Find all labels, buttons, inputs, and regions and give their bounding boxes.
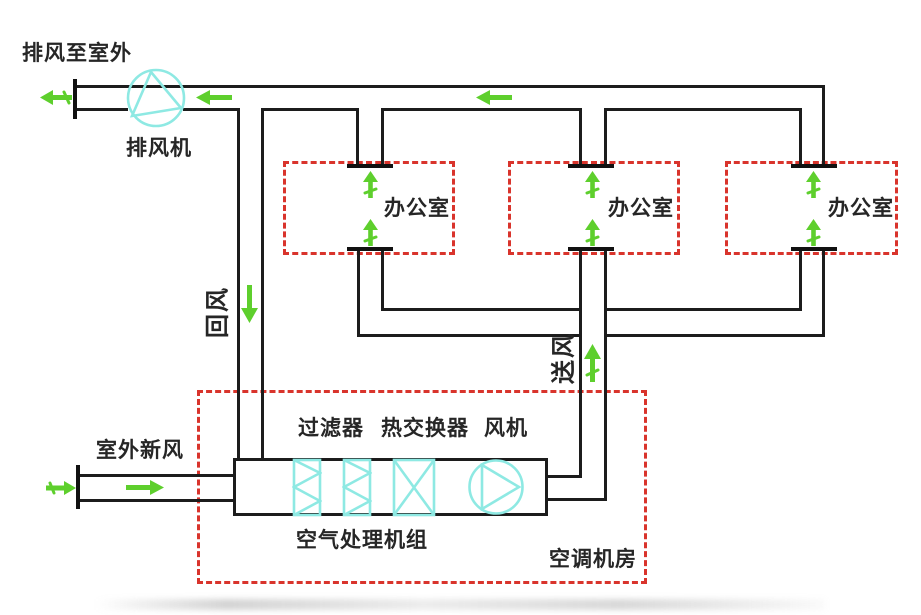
- office-3-supply-vent-arrow-icon: [806, 219, 821, 246]
- exhaust-outlet-arrow-icon: [40, 90, 72, 105]
- exhaust-outlet-opening: [73, 79, 77, 119]
- supply-duct-bottom-wall-a: [357, 334, 582, 337]
- fresh-air-duct-bottom-wall: [79, 499, 235, 502]
- return-duct-bottom-wall-a: [261, 108, 359, 111]
- filter-2-icon: [342, 458, 372, 517]
- ahu-outlet-bottom-wall: [546, 498, 607, 501]
- heat-exchanger-label: 热交换器: [381, 417, 469, 440]
- office-3-return-branch-left-wall: [799, 108, 802, 166]
- supply-riser-right-wall: [604, 251, 607, 501]
- office-3-return-vent: [791, 164, 837, 168]
- office-3-return-vent-arrow-icon: [806, 171, 821, 198]
- office-3-supply-branch-left-wall: [799, 251, 802, 311]
- fresh-air-duct-arrow-icon: [126, 480, 164, 495]
- return-riser-right-wall: [261, 108, 264, 458]
- return-duct-bottom-wall-b: [381, 108, 582, 111]
- office-2-supply-vent-arrow-icon: [585, 219, 600, 246]
- supply-riser-left-wall: [579, 251, 582, 478]
- filter-1-icon: [292, 458, 322, 517]
- supply-fan-icon: [468, 459, 524, 515]
- return-duct-top-wall: [76, 85, 825, 88]
- return-air-label: 回风: [204, 286, 232, 338]
- office-3-supply-vent: [791, 247, 837, 251]
- office-2-return-branch-left-wall: [579, 108, 582, 166]
- office-3-supply-branch-right-wall: [822, 251, 825, 337]
- office-1-supply-vent-arrow-icon: [363, 219, 378, 246]
- office-1-supply-branch-right-wall: [381, 251, 384, 311]
- return-riser-left-wall: [237, 108, 240, 458]
- fresh-air-opening: [76, 465, 80, 509]
- exhaust-fan-label: 排风机: [126, 137, 192, 160]
- office-3-zone: [725, 161, 898, 255]
- office-1-label: 办公室: [384, 197, 450, 220]
- air-handling-unit-label: 空气处理机组: [296, 529, 428, 552]
- supply-air-label: 送风: [550, 332, 578, 384]
- supply-riser-arrow-icon: [584, 344, 601, 382]
- return-duct-bottom-wall-c: [604, 108, 802, 111]
- supply-duct-top-wall-b: [604, 308, 802, 311]
- bottom-shadow-band: [95, 599, 825, 610]
- office-1-return-branch-right-wall: [381, 108, 384, 166]
- ac-machine-room-zone: [197, 390, 647, 584]
- outdoor-fresh-air-label: 室外新风: [96, 439, 184, 462]
- fresh-air-inlet-arrow-icon: [46, 481, 76, 495]
- office-2-zone: [508, 161, 680, 255]
- air-handling-unit-casing: [233, 458, 548, 516]
- fresh-air-duct-top-wall: [79, 474, 235, 477]
- exhaust-duct-bottom-wall-b: [183, 108, 240, 111]
- office-1-return-vent-arrow-icon: [363, 171, 378, 198]
- office-2-return-vent: [568, 164, 614, 168]
- office-1-supply-vent: [347, 247, 393, 251]
- supply-duct-top-wall-a: [381, 308, 582, 311]
- filter-label: 过滤器: [298, 417, 364, 440]
- office-2-label: 办公室: [608, 197, 674, 220]
- exhaust-fan-icon: [126, 68, 186, 128]
- office-1-zone: [283, 161, 455, 255]
- supply-duct-bottom-wall-b: [604, 334, 825, 337]
- office-2-return-branch-right-wall: [604, 108, 607, 166]
- ahu-outlet-top-wall: [546, 475, 582, 478]
- exhaust-duct-bottom-wall-a: [76, 108, 128, 111]
- return-main-duct-arrow-icon: [476, 90, 512, 105]
- exhaust-duct-arrow-icon: [196, 90, 232, 105]
- office-3-return-branch-right-wall: [822, 85, 825, 167]
- exhaust-to-outdoor-label: 排风至室外: [22, 42, 132, 65]
- office-1-supply-branch-left-wall: [357, 251, 360, 337]
- office-3-label: 办公室: [828, 197, 894, 220]
- supply-fan-label: 风机: [484, 417, 528, 440]
- ac-machine-room-label: 空调机房: [549, 548, 637, 571]
- heat-exchanger-icon: [392, 458, 436, 517]
- office-2-return-vent-arrow-icon: [585, 171, 600, 198]
- return-riser-arrow-icon: [241, 285, 258, 323]
- office-1-return-branch-left-wall: [356, 108, 359, 166]
- office-1-return-vent: [347, 164, 393, 168]
- office-2-supply-vent: [568, 247, 614, 251]
